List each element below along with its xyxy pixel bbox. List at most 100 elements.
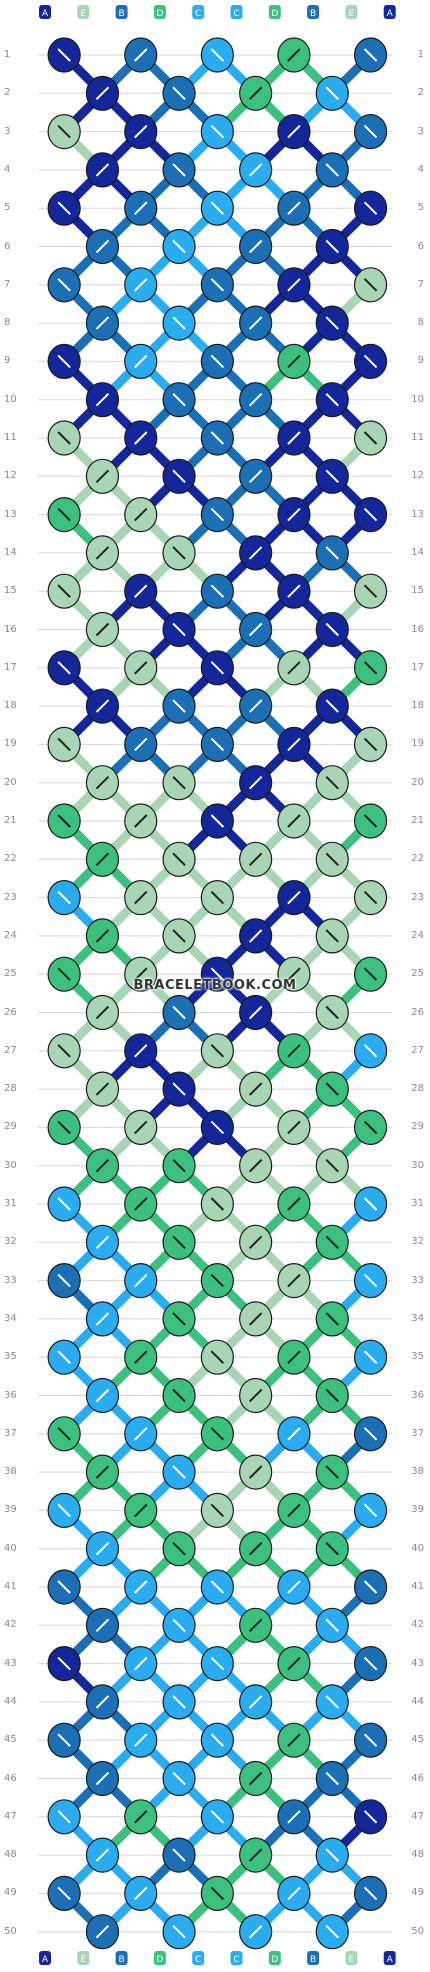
knot-arrow-icon	[95, 622, 110, 637]
string-tag-label: C	[195, 9, 201, 19]
row-number-label: 10	[411, 393, 424, 405]
string-tag-label: E	[80, 9, 86, 19]
watermark: BRACELETBOOK.COM	[133, 978, 297, 993]
knot	[85, 1531, 120, 1567]
knot-arrow-icon	[210, 124, 225, 139]
string-tag: E	[77, 5, 90, 19]
knot-arrow-icon	[134, 124, 148, 139]
knot-arrow-icon	[57, 1427, 71, 1441]
knot	[124, 343, 158, 379]
knot	[353, 1033, 388, 1069]
knot	[200, 1722, 234, 1758]
string-tag: B	[115, 1951, 128, 1965]
knot	[277, 420, 311, 456]
knot-arrow-icon	[363, 1580, 378, 1594]
row-number-label: 11	[4, 432, 17, 443]
knot	[315, 1454, 349, 1490]
knot	[85, 1148, 120, 1184]
knot-arrow-icon	[363, 890, 378, 905]
string-tag-swatch	[153, 1951, 166, 1965]
row-number-label: 3	[417, 125, 424, 137]
knot	[277, 496, 311, 533]
knot-arrow-icon	[248, 1695, 263, 1709]
knot-arrow-icon	[363, 1427, 378, 1441]
knot-arrow-icon	[248, 239, 263, 254]
knot	[353, 1569, 388, 1605]
knot-arrow-icon	[172, 1618, 186, 1633]
knot	[315, 1071, 349, 1107]
knot-arrow-icon	[287, 1197, 301, 1211]
knot-arrow-icon	[134, 1733, 148, 1747]
knot	[47, 496, 81, 533]
knot	[47, 1875, 81, 1912]
knot	[239, 458, 273, 494]
knot	[124, 1262, 158, 1299]
knot	[315, 765, 349, 801]
row-number-label: 47	[411, 1810, 424, 1822]
knot-arrow-icon	[210, 1810, 225, 1824]
string-tag-swatch	[77, 1951, 90, 1965]
knot	[162, 611, 196, 648]
knot-arrow-icon	[248, 469, 263, 484]
row-number-label: 17	[411, 661, 424, 673]
row-number-label: 50	[411, 1925, 424, 1937]
knot-arrow-icon	[325, 699, 339, 713]
knot	[315, 611, 349, 648]
knot-arrow-icon	[57, 1656, 71, 1671]
knot	[47, 726, 81, 763]
knot-arrow-icon	[363, 278, 378, 292]
knot-arrow-icon	[287, 661, 301, 675]
row-number-label: 49	[411, 1887, 424, 1899]
knot-arrow-icon	[95, 852, 110, 867]
row-number-label: 37	[411, 1427, 424, 1439]
knot	[47, 1262, 81, 1299]
knot-arrow-icon	[172, 86, 186, 101]
row-number-label: 48	[4, 1849, 17, 1861]
knot-arrow-icon	[57, 124, 71, 139]
knot-arrow-icon	[248, 1541, 263, 1556]
knot-arrow-icon	[95, 1618, 110, 1633]
knot	[315, 1377, 349, 1414]
knot-arrow-icon	[95, 775, 110, 790]
knot-arrow-icon	[57, 278, 71, 292]
knot	[162, 1531, 196, 1567]
string-tag-swatch	[115, 1951, 128, 1965]
knot-arrow-icon	[248, 1312, 263, 1326]
row-number-label: 13	[411, 508, 424, 520]
row-number-label: 9	[4, 355, 11, 367]
knot-arrow-icon	[325, 546, 339, 560]
knot	[85, 535, 120, 571]
knot-arrow-icon	[210, 967, 225, 981]
knot	[277, 1799, 311, 1835]
knot	[124, 1339, 158, 1375]
knot	[85, 458, 120, 494]
knot-arrow-icon	[57, 1120, 71, 1135]
row-number-label: 38	[411, 1466, 424, 1478]
knot-arrow-icon	[57, 1733, 71, 1747]
knot	[315, 1224, 349, 1260]
knot	[200, 1033, 234, 1069]
knot	[200, 1416, 234, 1452]
string-tag: A	[383, 1951, 396, 1965]
row-number-label: 34	[411, 1312, 424, 1324]
string-tag: B	[307, 1951, 320, 1965]
knot-arrow-icon	[325, 1158, 339, 1173]
knot-arrow-icon	[287, 967, 301, 981]
knot-arrow-icon	[363, 1810, 378, 1824]
knot	[353, 726, 388, 763]
row-number-label: 15	[4, 585, 17, 597]
row-number-label: 31	[411, 1198, 424, 1209]
knot-arrow-icon	[57, 1273, 71, 1288]
knot-arrow-icon	[248, 775, 263, 790]
row-number-label: 43	[4, 1657, 17, 1669]
knot-arrow-icon	[210, 201, 225, 215]
knot-arrow-icon	[134, 278, 148, 292]
knot-arrow-icon	[57, 354, 71, 369]
knot-arrow-icon	[210, 737, 225, 752]
knot-arrow-icon	[363, 1044, 378, 1058]
knot	[162, 1454, 196, 1490]
knot	[47, 343, 81, 379]
knot	[353, 803, 388, 839]
knot	[162, 841, 196, 877]
knot	[315, 1301, 349, 1337]
